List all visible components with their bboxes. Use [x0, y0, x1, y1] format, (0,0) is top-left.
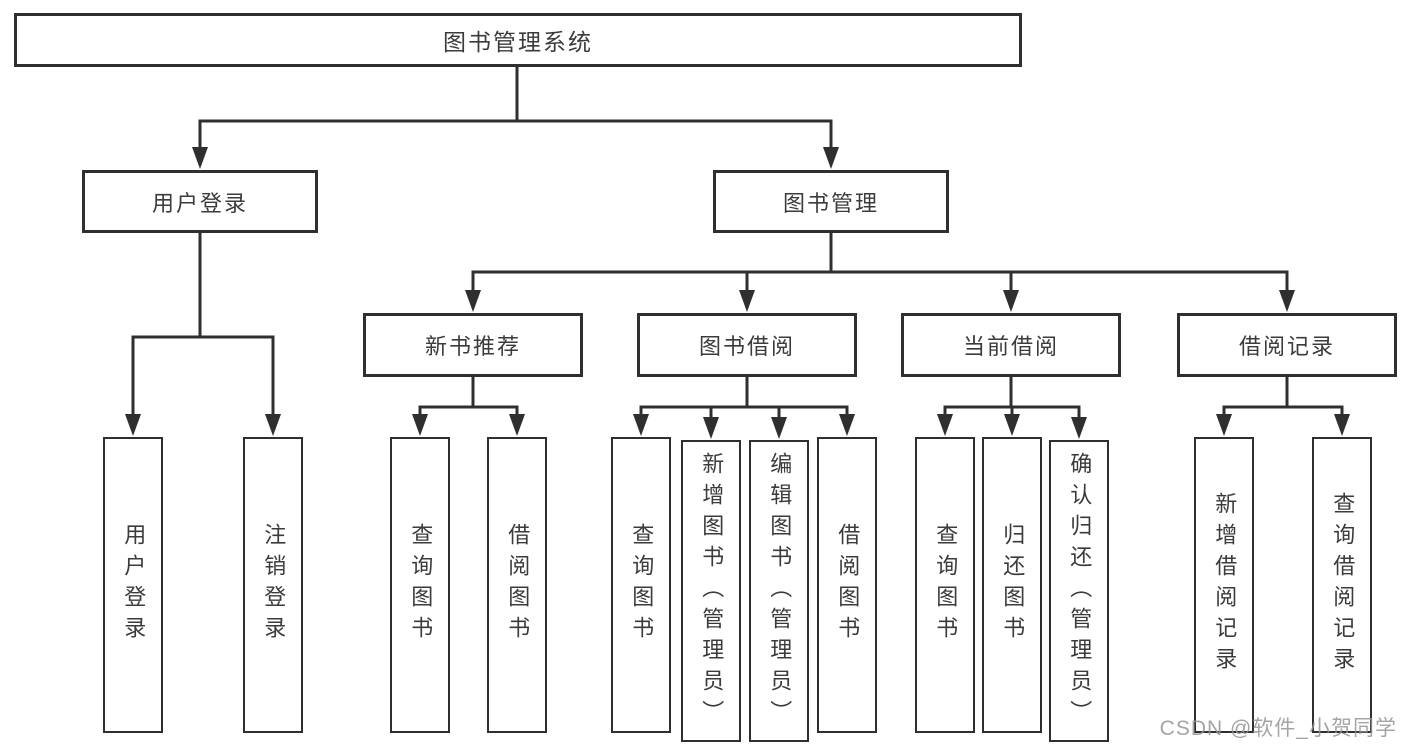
node-book-borrow: 图书借阅	[637, 313, 857, 377]
leaf-label: 查询图书	[933, 523, 959, 647]
node-borrow-records: 借阅记录	[1177, 313, 1397, 377]
arrow-down-icon	[412, 414, 428, 436]
leaf-borrow-books: 借阅图书	[817, 437, 877, 733]
leaf-label: 确认归还（管理员）	[1067, 451, 1093, 731]
connector-paths	[131, 64, 1344, 420]
watermark: CSDN @软件_小贺同学	[1159, 717, 1397, 740]
leaf-add-borrow-record: 新增借阅记录	[1194, 437, 1254, 733]
arrow-down-icon	[509, 414, 525, 436]
arrow-down-icon	[633, 414, 649, 436]
arrow-down-icon	[739, 290, 755, 312]
leaf-label: 归还图书	[1000, 523, 1026, 647]
leaf-query-books-current: 查询图书	[915, 437, 975, 733]
leaf-query-borrow-record: 查询借阅记录	[1312, 437, 1372, 733]
leaf-label: 用户登录	[121, 523, 147, 647]
arrowheads	[125, 147, 1350, 439]
leaf-user-login: 用户登录	[103, 437, 163, 733]
leaf-edit-books-admin: 编辑图书（管理员）	[749, 440, 809, 742]
node-book-management: 图书管理	[713, 170, 949, 233]
leaf-label: 编辑图书（管理员）	[767, 451, 793, 731]
leaf-label: 查询图书	[408, 523, 434, 647]
leaf-add-books-admin: 新增图书（管理员）	[681, 440, 741, 742]
node-user-login: 用户登录	[82, 170, 318, 233]
arrow-down-icon	[823, 147, 839, 169]
leaf-borrow-books-recommend: 借阅图书	[487, 437, 547, 733]
arrow-down-icon	[1279, 290, 1295, 312]
leaf-query-books-borrow: 查询图书	[611, 437, 671, 733]
leaf-label: 新增借阅记录	[1212, 492, 1238, 678]
arrow-down-icon	[1216, 414, 1232, 436]
leaf-logout: 注销登录	[243, 437, 303, 733]
leaf-label: 新增图书（管理员）	[699, 451, 725, 731]
arrow-down-icon	[1004, 414, 1020, 436]
leaf-return-books: 归还图书	[982, 437, 1042, 733]
leaf-label: 借阅图书	[835, 523, 861, 647]
leaf-label: 查询借阅记录	[1330, 492, 1356, 678]
arrow-down-icon	[192, 147, 208, 169]
leaf-label: 借阅图书	[505, 523, 531, 647]
node-library-system: 图书管理系统	[14, 13, 1022, 67]
arrow-down-icon	[265, 414, 281, 436]
arrow-down-icon	[1334, 414, 1350, 436]
node-new-book-recommend: 新书推荐	[363, 313, 583, 377]
arrow-down-icon	[771, 417, 787, 439]
leaf-query-books-recommend: 查询图书	[390, 437, 450, 733]
leaf-label: 查询图书	[629, 523, 655, 647]
arrow-down-icon	[1071, 417, 1087, 439]
arrow-down-icon	[703, 417, 719, 439]
node-current-borrow: 当前借阅	[901, 313, 1121, 377]
arrow-down-icon	[937, 414, 953, 436]
leaf-confirm-return-admin: 确认归还（管理员）	[1049, 440, 1109, 742]
arrow-down-icon	[465, 290, 481, 312]
arrow-down-icon	[1003, 290, 1019, 312]
leaf-label: 注销登录	[261, 523, 287, 647]
arrow-down-icon	[125, 414, 141, 436]
arrow-down-icon	[839, 414, 855, 436]
